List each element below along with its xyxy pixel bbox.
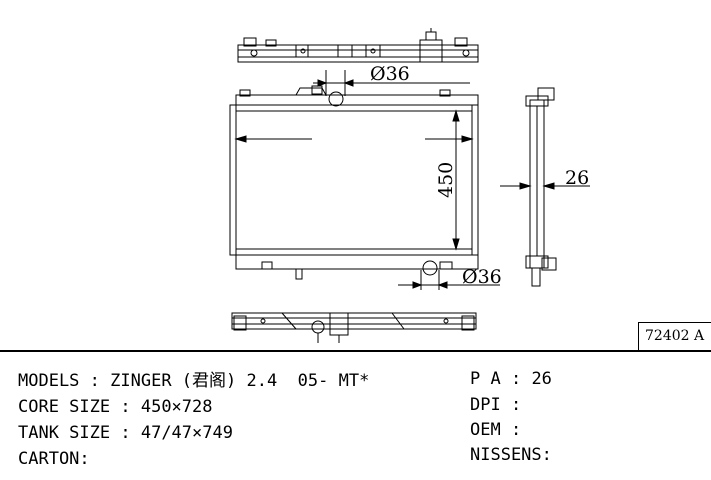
models-value: ZINGER (君阁) 2.4 05- MT* xyxy=(110,371,370,391)
top-tank-view xyxy=(237,28,479,63)
part-code: 72402 A xyxy=(645,328,705,344)
radiator-drawing: Ø36 450 26 Ø36 xyxy=(229,28,590,343)
oem-label: OEM xyxy=(470,420,501,440)
pa-label: P A xyxy=(470,369,501,389)
tank-size-value: 47/47×749 xyxy=(140,423,233,443)
core-height-label: 450 xyxy=(435,162,457,198)
tank-size-row: TANK SIZE : 47/47×749 xyxy=(18,423,233,443)
top-diameter-dimension xyxy=(313,70,470,96)
models-row: MODELS : ZINGER (君阁) 2.4 05- MT* xyxy=(18,371,370,391)
front-view xyxy=(229,85,479,280)
carton-label: CARTON: xyxy=(18,449,90,469)
core-size-label: CORE SIZE xyxy=(18,397,111,417)
bottom-tank-view xyxy=(231,312,477,343)
nissens-label: NISSENS: xyxy=(470,445,552,465)
core-size-value: 450×728 xyxy=(140,397,213,417)
carton-row: CARTON: xyxy=(18,450,90,469)
part-code-box: 72402 A xyxy=(638,322,711,352)
top-diameter-label: Ø36 xyxy=(370,63,410,85)
tank-size-label: TANK SIZE xyxy=(18,423,111,443)
core-height-dimension xyxy=(452,109,460,251)
core-size-row: CORE SIZE : 450×728 xyxy=(18,397,213,417)
core-thickness-label: 26 xyxy=(565,167,589,189)
bottom-diameter-label: Ø36 xyxy=(462,266,502,288)
oem-row: OEM : xyxy=(470,420,532,440)
section-divider xyxy=(0,350,711,352)
pa-row: P A : 26 xyxy=(470,369,552,389)
pa-value: 26 xyxy=(531,369,552,389)
models-label: MODELS xyxy=(18,371,80,391)
dpi-label: DPI xyxy=(470,395,501,415)
dpi-row: DPI : xyxy=(470,395,532,415)
bottom-diameter-dimension xyxy=(398,270,500,290)
nissens-row: NISSENS: xyxy=(470,446,552,465)
side-view xyxy=(500,87,590,287)
